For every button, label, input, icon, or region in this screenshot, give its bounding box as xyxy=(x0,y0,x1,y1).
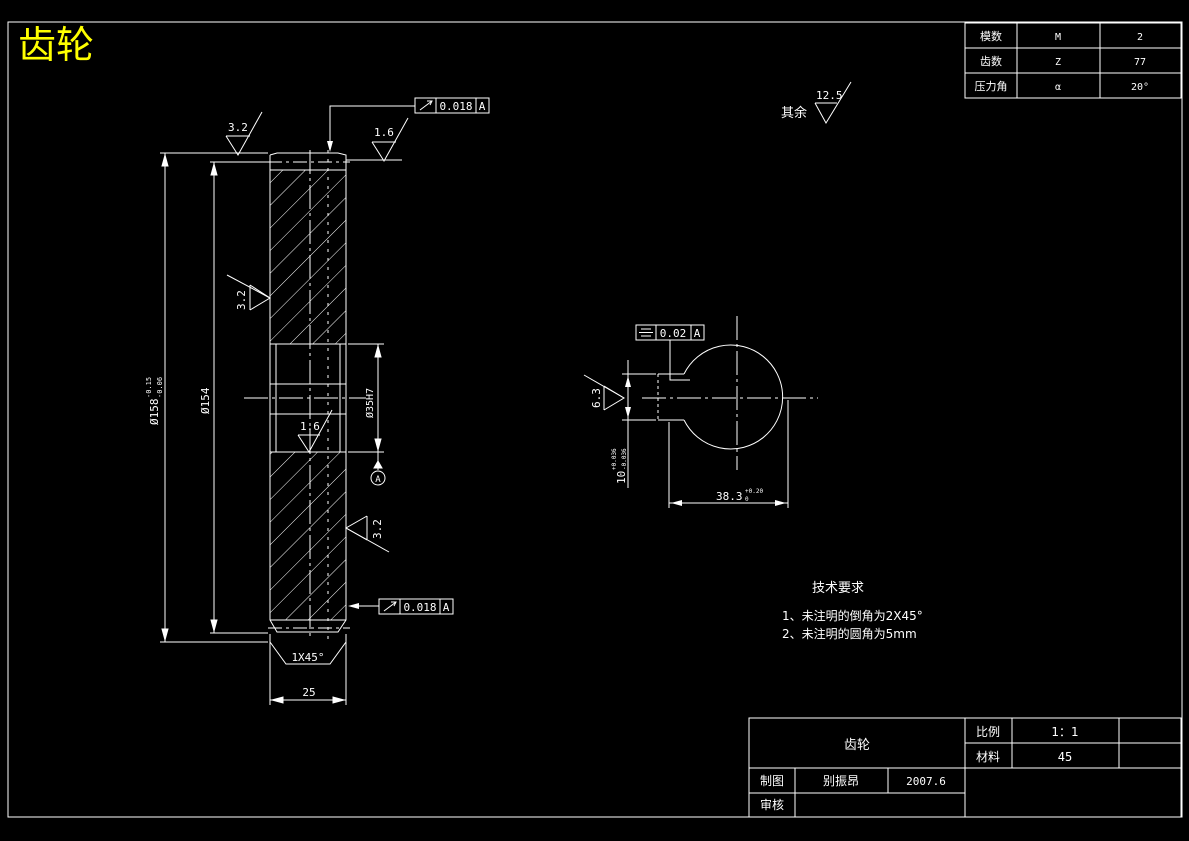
roughness-right-face-symbol xyxy=(344,515,390,553)
tech-requirements-heading: 技术要求 xyxy=(812,581,864,596)
roughness-top-right-value: 1.6 xyxy=(374,126,394,139)
dim-outer-dia-text: Ø158 xyxy=(148,399,161,426)
roughness-bore-value: 1.6 xyxy=(300,420,320,433)
roughness-keyway-value: 6.3 xyxy=(590,388,603,408)
title-block-material-label: 材料 xyxy=(976,750,1000,764)
param-value-teeth: 77 xyxy=(1134,57,1146,68)
dim-keyway-depth-lower: 0 xyxy=(745,496,749,503)
dim-keyway-width-upper: +0.036 xyxy=(611,448,618,470)
tolerance-frame-keyway xyxy=(635,324,705,381)
dim-bore-dia-text: Ø35H7 xyxy=(364,388,376,418)
title-block-checked-label: 审核 xyxy=(760,797,784,812)
roughness-keyway-symbol xyxy=(583,374,625,411)
drawing-frame xyxy=(7,21,1183,818)
dim-keyway-depth-text: 38.3 xyxy=(716,490,743,503)
datum-a-symbol xyxy=(370,459,386,486)
dim-width xyxy=(269,634,347,705)
param-value-pressure-angle: 20° xyxy=(1131,82,1149,93)
roughness-rest-label: 其余 xyxy=(781,105,807,121)
dim-width-text: 25 xyxy=(302,686,315,699)
title-block-drawn-by: 别振昂 xyxy=(823,774,859,788)
title-block-drawn-label: 制图 xyxy=(760,774,784,788)
param-name-pressure-angle: 压力角 xyxy=(975,80,1008,93)
hub-dim-arrows xyxy=(625,376,786,506)
param-name-module: 模数 xyxy=(980,30,1002,43)
tolerance-keyway-datum: A xyxy=(694,327,701,340)
roughness-left-face-value: 3.2 xyxy=(235,290,248,310)
drawing-title: 齿轮 xyxy=(18,23,94,67)
dim-outer-dia-lower: -0.06 xyxy=(156,377,164,398)
title-block-material-value: 45 xyxy=(1058,750,1072,764)
param-value-module: 2 xyxy=(1137,32,1143,43)
param-symbol-teeth: Z xyxy=(1055,57,1061,68)
datum-a-label: A xyxy=(375,475,381,485)
tech-requirement-1: 1、未注明的倒角为2X45° xyxy=(782,608,923,623)
dim-keyway-width-text: 10 xyxy=(615,471,628,484)
roughness-left-face-symbol xyxy=(226,274,271,311)
tolerance-frame-top xyxy=(329,97,490,150)
title-block-part-name: 齿轮 xyxy=(844,738,870,753)
dim-keyway-width-lower: -0.036 xyxy=(621,448,628,470)
roughness-rest-symbol xyxy=(814,81,852,124)
dim-outer-diameter xyxy=(160,152,268,643)
roughness-top-right-symbol xyxy=(346,117,409,162)
tolerance-bottom-datum: A xyxy=(443,601,450,614)
tolerance-bottom-value: 0.018 xyxy=(403,601,436,614)
title-block xyxy=(748,717,1182,818)
tolerance-frame-bottom xyxy=(350,598,454,615)
tolerance-top-datum: A xyxy=(479,100,486,113)
tolerance-top-leader-arrow xyxy=(327,141,333,152)
tech-requirement-2: 2、未注明的圆角为5mm xyxy=(782,626,917,641)
gear-params-table xyxy=(964,22,1182,99)
dim-root-diameter xyxy=(210,161,268,634)
hub-end-view xyxy=(622,316,818,508)
param-symbol-pressure-angle: α xyxy=(1055,82,1061,93)
param-symbol-module: M xyxy=(1055,32,1061,43)
tolerance-keyway-value: 0.02 xyxy=(660,327,687,340)
dim-root-dia-text: Ø154 xyxy=(199,387,212,414)
chamfer-text: 1X45° xyxy=(291,651,324,664)
roughness-bore-symbol xyxy=(297,409,333,453)
roughness-rest-value: 12.5 xyxy=(816,89,843,102)
title-block-scale-value: 1：1 xyxy=(1051,725,1078,739)
chamfer-callout xyxy=(269,641,347,665)
roughness-top-left-symbol xyxy=(225,111,263,156)
gear-section-view xyxy=(244,150,366,640)
title-block-date: 2007.6 xyxy=(906,775,946,788)
dim-outer-dia-upper: -0.15 xyxy=(145,377,153,398)
roughness-right-face-value: 3.2 xyxy=(371,519,384,539)
title-block-scale-label: 比例 xyxy=(976,725,1000,739)
tolerance-bottom-leader-arrow xyxy=(348,603,359,609)
tolerance-top-value: 0.018 xyxy=(439,100,472,113)
dim-bore-diameter xyxy=(348,343,384,470)
param-name-teeth: 齿数 xyxy=(980,55,1002,68)
roughness-top-left-value: 3.2 xyxy=(228,121,248,134)
dim-keyway-depth-upper: +0.20 xyxy=(745,488,763,495)
